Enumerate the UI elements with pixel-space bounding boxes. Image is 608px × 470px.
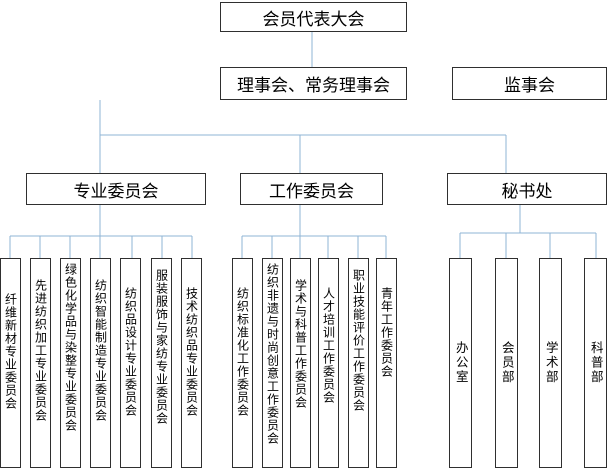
committee-label: 纺织品设计专业委员会: [123, 287, 138, 417]
department-label: 会员部: [499, 341, 515, 385]
committee-label: 纺织智能制造专业委员会: [93, 279, 108, 422]
committee-node: 学术与科普工作委员会: [290, 258, 311, 468]
group-node-secretariat: 秘书处: [447, 173, 607, 205]
committee-label: 绿色化学品与染整专业委员会: [63, 263, 78, 432]
committee-node: 纺织标准化工作委员会: [232, 258, 253, 468]
committee-label: 技术纺织品专业委员会: [184, 287, 199, 417]
department-label: 学术部: [543, 341, 559, 385]
committee-label: 职业技能评价工作委员会: [351, 269, 366, 412]
department-node: 科普部: [584, 258, 607, 468]
council-label: 理事会、常务理事会: [237, 76, 390, 96]
department-node: 办公室: [449, 258, 472, 468]
committee-label: 先进纺织加工专业委员会: [33, 279, 48, 422]
department-node: 会员部: [495, 258, 518, 468]
committee-label: 人才培训工作委员会: [321, 287, 336, 404]
department-label: 办公室: [453, 341, 469, 385]
group-label: 工作委员会: [269, 181, 354, 202]
committee-label: 纺织非遗与时尚创意工作委员会: [265, 263, 280, 445]
committee-label: 服装服饰与家纺专业委员会: [154, 269, 169, 425]
committee-node: 纺织品设计专业委员会: [120, 258, 141, 468]
committee-node: 服装服饰与家纺专业委员会: [151, 258, 172, 468]
committee-node: 绿色化学品与染整专业委员会: [60, 258, 81, 468]
root-label: 会员代表大会: [262, 9, 365, 30]
council-node: 理事会、常务理事会: [220, 67, 407, 100]
group-node-working: 工作委员会: [240, 173, 383, 205]
supervisors-node: 监事会: [452, 67, 607, 100]
committee-label: 纺织标准化工作委员会: [235, 287, 250, 417]
committee-node: 技术纺织品专业委员会: [181, 258, 202, 468]
department-label: 科普部: [588, 341, 604, 385]
group-node-professional: 专业委员会: [26, 173, 206, 205]
committee-node: 青年工作委员会: [376, 258, 397, 468]
committee-node: 职业技能评价工作委员会: [348, 258, 369, 468]
committee-node: 人才培训工作委员会: [318, 258, 339, 468]
group-label: 秘书处: [501, 181, 553, 202]
supervisors-label: 监事会: [504, 76, 555, 96]
committee-node: 纺织非遗与时尚创意工作委员会: [262, 258, 283, 468]
committee-node: 先进纺织加工专业委员会: [30, 258, 51, 468]
committee-label: 纤维新材专业委员会: [3, 293, 18, 410]
committee-label: 青年工作委员会: [379, 287, 394, 378]
committee-node: 纺织智能制造专业委员会: [90, 258, 111, 468]
committee-label: 学术与科普工作委员会: [293, 279, 308, 409]
root-node: 会员代表大会: [220, 2, 407, 32]
department-node: 学术部: [539, 258, 562, 468]
group-label: 专业委员会: [73, 181, 159, 202]
committee-node: 纤维新材专业委员会: [0, 258, 21, 468]
